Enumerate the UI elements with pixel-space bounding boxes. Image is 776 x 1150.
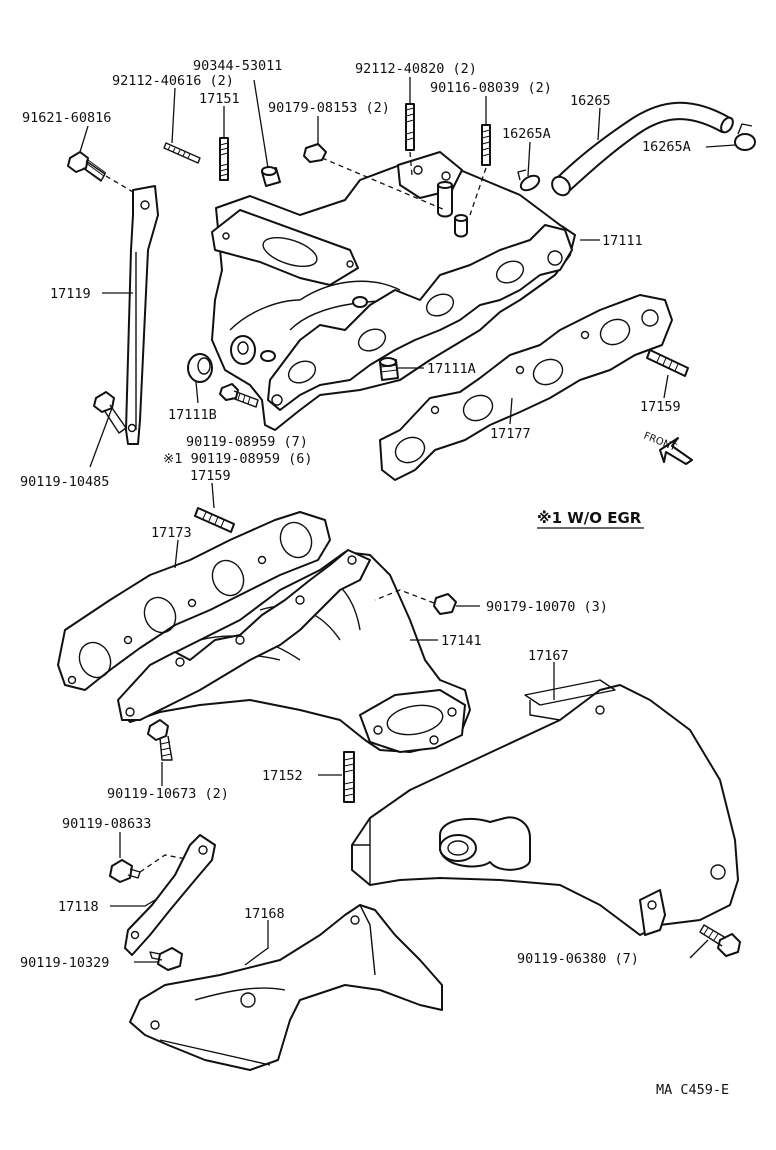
nut-90179-10070 <box>433 593 457 615</box>
stay-17119 <box>125 185 159 445</box>
plug-17111A <box>379 357 399 381</box>
label-17159-left: 17159 <box>190 468 231 484</box>
label-90179-10070: 90179-10070 (3) <box>486 599 608 615</box>
clamp-16265A-1 <box>517 169 541 192</box>
bolt-91621-60816 <box>67 151 107 182</box>
plug-90344-53011 <box>261 166 281 187</box>
bolt-90119-08959 <box>219 383 259 408</box>
clamp-16265A-2 <box>705 123 756 151</box>
label-92112-40616: 92112-40616 (2) <box>112 73 234 89</box>
label-17151: 17151 <box>199 91 240 107</box>
label-17111: 17111 <box>602 233 643 249</box>
label-90119-08959-note: ※1 90119-08959 (6) <box>163 451 312 467</box>
label-17173: 17173 <box>151 525 192 541</box>
label-90179-08153: 90179-08153 (2) <box>268 100 390 116</box>
label-17141: 17141 <box>441 633 482 649</box>
label-90119-06380: 90119-06380 (7) <box>517 951 639 967</box>
label-17167: 17167 <box>528 648 569 664</box>
label-16265: 16265 <box>570 93 611 109</box>
label-16265A-1: 16265A <box>502 126 551 142</box>
hose-16265 <box>551 101 734 197</box>
stud-17152 <box>343 751 355 803</box>
stud-90116-08039 <box>481 124 491 166</box>
nut-90179-08153 <box>303 143 327 163</box>
reference-code: MA C459-E <box>656 1082 729 1098</box>
gasket-17177 <box>379 294 673 481</box>
gasket-17173 <box>57 511 331 691</box>
stud-92112-40616 <box>163 142 201 164</box>
label-17168: 17168 <box>244 906 285 922</box>
label-90119-08633: 90119-08633 <box>62 816 151 832</box>
label-90119-10485: 90119-10485 <box>20 474 109 490</box>
label-17111A: 17111A <box>427 361 476 377</box>
intake-manifold-17111 <box>211 151 576 431</box>
label-17119: 17119 <box>50 286 91 302</box>
label-90344-53011: 90344-53011 <box>193 58 282 74</box>
label-17177: 17177 <box>490 426 531 442</box>
note-wo-egr: ※1 W/O EGR <box>537 509 642 527</box>
bolt-90119-10329 <box>149 947 183 971</box>
front-arrow <box>659 437 693 465</box>
label-91621-60816: 91621-60816 <box>22 110 111 126</box>
insulator-17167 <box>351 679 739 936</box>
label-90119-08959: 90119-08959 (7) <box>186 434 308 450</box>
bolt-90119-06380 <box>699 924 741 957</box>
bracket-17118 <box>124 834 216 956</box>
bolt-90119-10673 <box>147 719 173 761</box>
stud-17159-left <box>194 507 235 533</box>
label-92112-40820: 92112-40820 (2) <box>355 61 477 77</box>
label-90116-08039: 90116-08039 (2) <box>430 80 552 96</box>
label-90119-10329: 90119-10329 <box>20 955 109 971</box>
label-17159-right: 17159 <box>640 399 681 415</box>
stud-92112-40820 <box>405 103 415 151</box>
plug-17111B <box>187 353 213 383</box>
stud-17151 <box>219 137 229 181</box>
insulator-17168 <box>129 904 443 1071</box>
stud-17159-right <box>646 349 689 377</box>
label-16265A-2: 16265A <box>642 139 691 155</box>
exhaust-manifold-17141 <box>117 549 471 753</box>
label-17152: 17152 <box>262 768 303 784</box>
label-90119-10673: 90119-10673 (2) <box>107 786 229 802</box>
label-17118: 17118 <box>58 899 99 915</box>
bolt-90119-08633 <box>109 859 141 883</box>
label-17111B: 17111B <box>168 407 217 423</box>
